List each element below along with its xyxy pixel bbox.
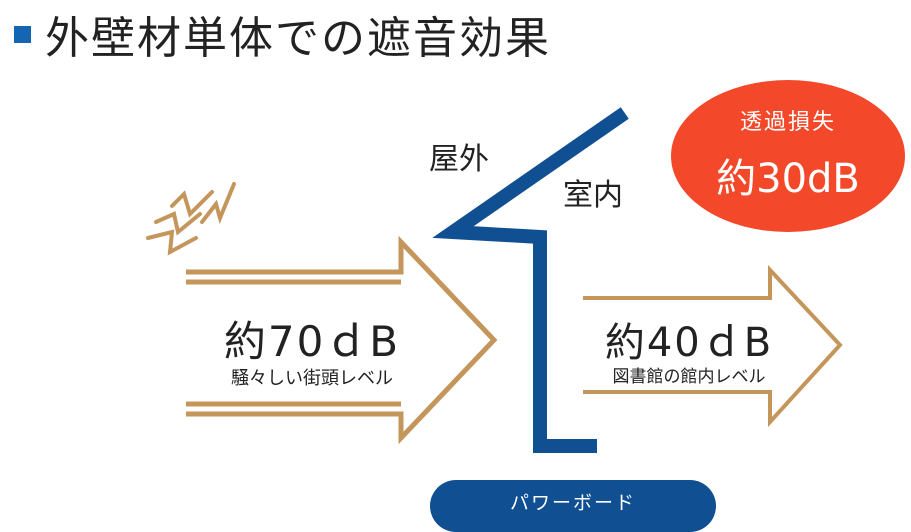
title-bullet — [14, 25, 31, 43]
inside-label: 室内 — [563, 178, 623, 213]
outgoing-description: 図書館の館内レベル — [612, 367, 766, 387]
incoming-description: 騒々しい街頭レベル — [231, 368, 393, 389]
page-title: 外壁材単体での遮音効果 — [14, 4, 551, 64]
badge-label: 透過損失 — [739, 110, 836, 135]
incoming-db-value: 約70ｄB — [223, 317, 401, 366]
power-board-label: パワーボード — [430, 480, 716, 532]
lightning-burst-icon — [146, 182, 236, 256]
outgoing-sound-arrow — [583, 264, 843, 428]
outside-label: 屋外 — [429, 142, 489, 177]
wall-board-profile — [432, 107, 629, 453]
power-board-text: パワーボード — [509, 492, 636, 514]
incoming-sound-arrow — [186, 235, 498, 445]
outgoing-db-value: 約40ｄB — [604, 320, 774, 366]
badge-value: 約30dB — [716, 156, 860, 202]
title-text: 外壁材単体での遮音効果 — [45, 13, 551, 64]
transmission-loss-badge: 透過損失 約30dB — [671, 80, 905, 232]
